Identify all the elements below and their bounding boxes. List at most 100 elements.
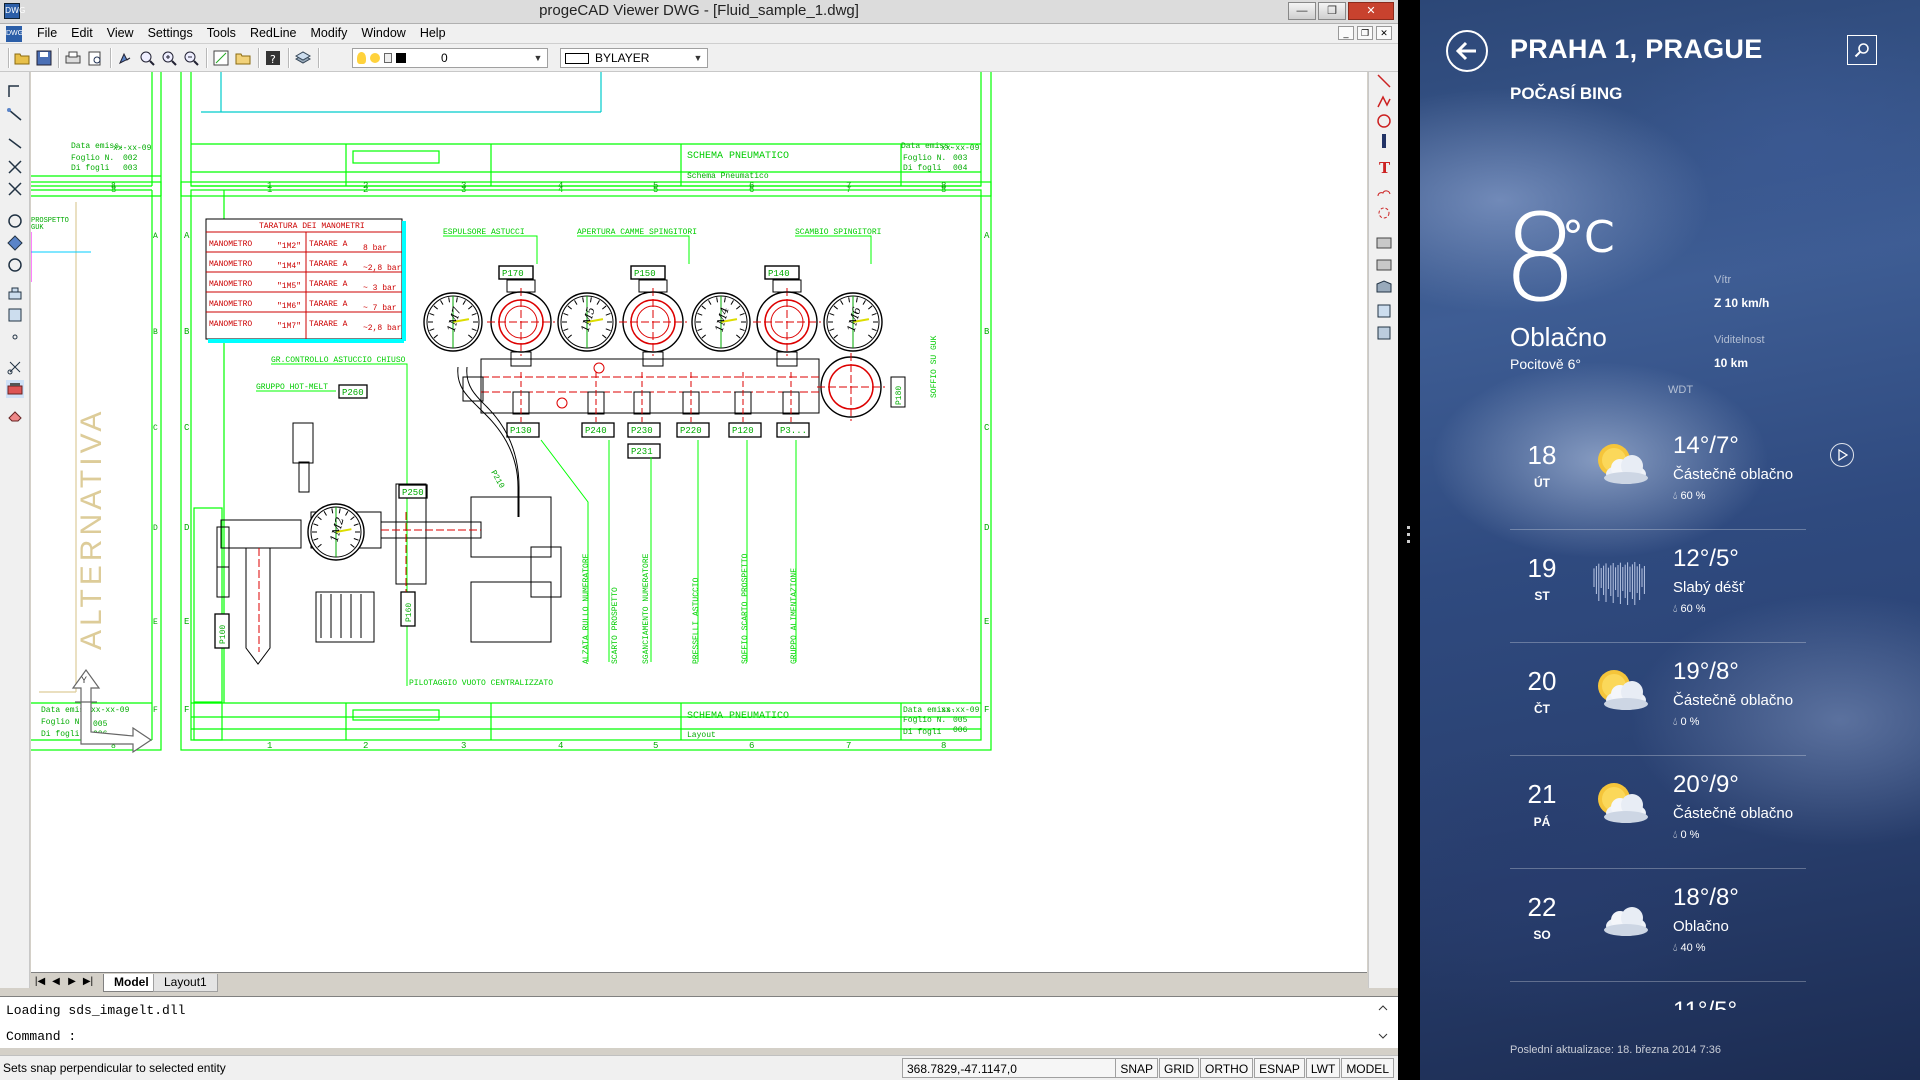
line-tool-icon[interactable]: [6, 82, 24, 100]
grid-toggle[interactable]: GRID: [1159, 1058, 1200, 1078]
next-tab-icon[interactable]: ▶: [68, 976, 76, 987]
layout-tool-3-icon[interactable]: [1375, 278, 1393, 296]
redline-marker-icon[interactable]: [1375, 132, 1393, 150]
tool-export-icon[interactable]: [1375, 302, 1393, 320]
pan-icon[interactable]: [116, 49, 134, 67]
print-preview-icon[interactable]: [86, 49, 104, 67]
circle-tool-icon[interactable]: [6, 212, 24, 230]
cross-tool-icon[interactable]: [6, 180, 24, 198]
block-tool-icon[interactable]: [6, 306, 24, 324]
last-tab-icon[interactable]: ▶|: [82, 976, 94, 987]
help-icon[interactable]: ?: [264, 49, 282, 67]
sun-icon[interactable]: [370, 53, 380, 63]
color-dropdown[interactable]: BYLAYER ▼: [560, 48, 708, 68]
svg-text:GR.CONTROLLO ASTUCCIO CHIUSO: GR.CONTROLLO ASTUCCIO CHIUSO: [271, 356, 406, 365]
next-forecast-button[interactable]: [1830, 443, 1854, 467]
minimize-button[interactable]: —: [1288, 2, 1316, 20]
chevron-down-icon[interactable]: ▼: [693, 53, 703, 63]
snap-toggle[interactable]: SNAP: [1115, 1058, 1159, 1078]
esnap-toggle[interactable]: ESNAP: [1254, 1058, 1305, 1078]
redline-revcloud-icon[interactable]: [1375, 204, 1393, 222]
redline-circle-icon[interactable]: [1375, 112, 1393, 130]
menu-file[interactable]: File: [37, 26, 58, 40]
tab-model[interactable]: Model: [103, 974, 160, 992]
back-button[interactable]: [1446, 30, 1488, 72]
svg-text:005: 005: [93, 720, 108, 729]
folder-icon[interactable]: [234, 49, 252, 67]
menu-settings[interactable]: Settings: [147, 26, 193, 40]
drawing-canvas[interactable]: Data emiss.xx-xx-09 Foglio N.002 Di fogl…: [31, 72, 1367, 972]
layout-tool-icon[interactable]: [1375, 234, 1393, 252]
maximize-button[interactable]: ❐: [1318, 2, 1346, 20]
doc-restore-button[interactable]: ❐: [1357, 26, 1373, 40]
layout-tool-2-icon[interactable]: [1375, 256, 1393, 274]
polyline-tool-icon[interactable]: [6, 134, 24, 152]
zoom-in-icon[interactable]: [160, 49, 178, 67]
svg-text:xx-xx-09: xx-xx-09: [113, 144, 152, 153]
forecast-day[interactable]: 23NE11°/5°: [1510, 985, 1806, 1010]
first-tab-icon[interactable]: |◀: [34, 976, 46, 987]
layer-dropdown[interactable]: 0 ▼: [352, 48, 548, 68]
command-prompt[interactable]: Command :: [6, 1029, 77, 1044]
lwt-toggle[interactable]: LWT: [1305, 1058, 1341, 1078]
zoom-extents-icon[interactable]: [182, 49, 200, 67]
menu-view[interactable]: View: [106, 26, 134, 40]
xline-tool-icon[interactable]: [6, 158, 24, 176]
tool-import-icon[interactable]: [1375, 324, 1393, 342]
command-window[interactable]: Loading sds_imagelt.dll Command :: [0, 996, 1398, 1048]
menu-edit[interactable]: Edit: [71, 26, 93, 40]
ortho-toggle[interactable]: ORTHO: [1200, 1058, 1254, 1078]
scissors-icon[interactable]: [6, 358, 24, 376]
close-button[interactable]: ✕: [1348, 2, 1394, 20]
redline-text-icon[interactable]: T: [1375, 158, 1393, 177]
doc-close-button[interactable]: ✕: [1376, 26, 1392, 40]
print-icon[interactable]: [64, 49, 82, 67]
menu-modify[interactable]: Modify: [310, 26, 348, 40]
lightbulb-icon[interactable]: [357, 52, 366, 64]
lock-icon[interactable]: [384, 53, 392, 63]
redraw-icon[interactable]: [212, 49, 230, 67]
app-icon[interactable]: DWG: [4, 3, 25, 19]
eraser-icon[interactable]: [6, 406, 24, 424]
document-icon[interactable]: DWG: [6, 26, 23, 42]
svg-text:5: 5: [653, 181, 658, 191]
model-toggle[interactable]: MODEL: [1341, 1058, 1394, 1078]
layer-manager-icon[interactable]: [294, 49, 312, 67]
zoom-window-icon[interactable]: [138, 49, 156, 67]
open-icon[interactable]: [13, 49, 31, 67]
menu-help[interactable]: Help: [419, 26, 446, 40]
frl-group: [216, 366, 562, 665]
valve-tag: P100: [219, 625, 228, 644]
save-icon[interactable]: [35, 49, 53, 67]
temperature-unit[interactable]: °C: [1562, 212, 1615, 263]
menu-window[interactable]: Window: [361, 26, 406, 40]
snap-splitter[interactable]: [1398, 0, 1420, 1080]
title-bar[interactable]: DWG progeCAD Viewer DWG - [Fluid_sample_…: [0, 0, 1398, 24]
tab-layout1[interactable]: Layout1: [153, 974, 218, 992]
command-scrollbar[interactable]: [1376, 1001, 1390, 1043]
hatch-tool-icon[interactable]: [6, 284, 24, 302]
coordinates-readout[interactable]: 368.7829,-47.1147,0: [902, 1058, 1142, 1078]
snap-perpendicular-icon[interactable]: [6, 380, 24, 398]
svg-text:Data emiss.: Data emiss.: [41, 706, 94, 715]
arc-tool-icon[interactable]: [6, 256, 24, 274]
menu-tools[interactable]: Tools: [206, 26, 236, 40]
redline-line-icon[interactable]: [1375, 72, 1393, 90]
ellipse-tool-icon[interactable]: [6, 234, 24, 252]
redline-polyline-icon[interactable]: [1375, 92, 1393, 110]
point-tool-icon[interactable]: [6, 328, 24, 346]
splitter-grip-icon[interactable]: [1407, 526, 1411, 552]
doc-minimize-button[interactable]: _: [1338, 26, 1354, 40]
prev-tab-icon[interactable]: ◀: [52, 976, 60, 987]
search-button[interactable]: [1847, 35, 1877, 65]
chevron-down-icon[interactable]: ▼: [533, 53, 543, 63]
ray-tool-icon[interactable]: [6, 106, 24, 124]
menu-redline[interactable]: RedLine: [249, 26, 297, 40]
redline-cloud-icon[interactable]: [1375, 184, 1393, 202]
